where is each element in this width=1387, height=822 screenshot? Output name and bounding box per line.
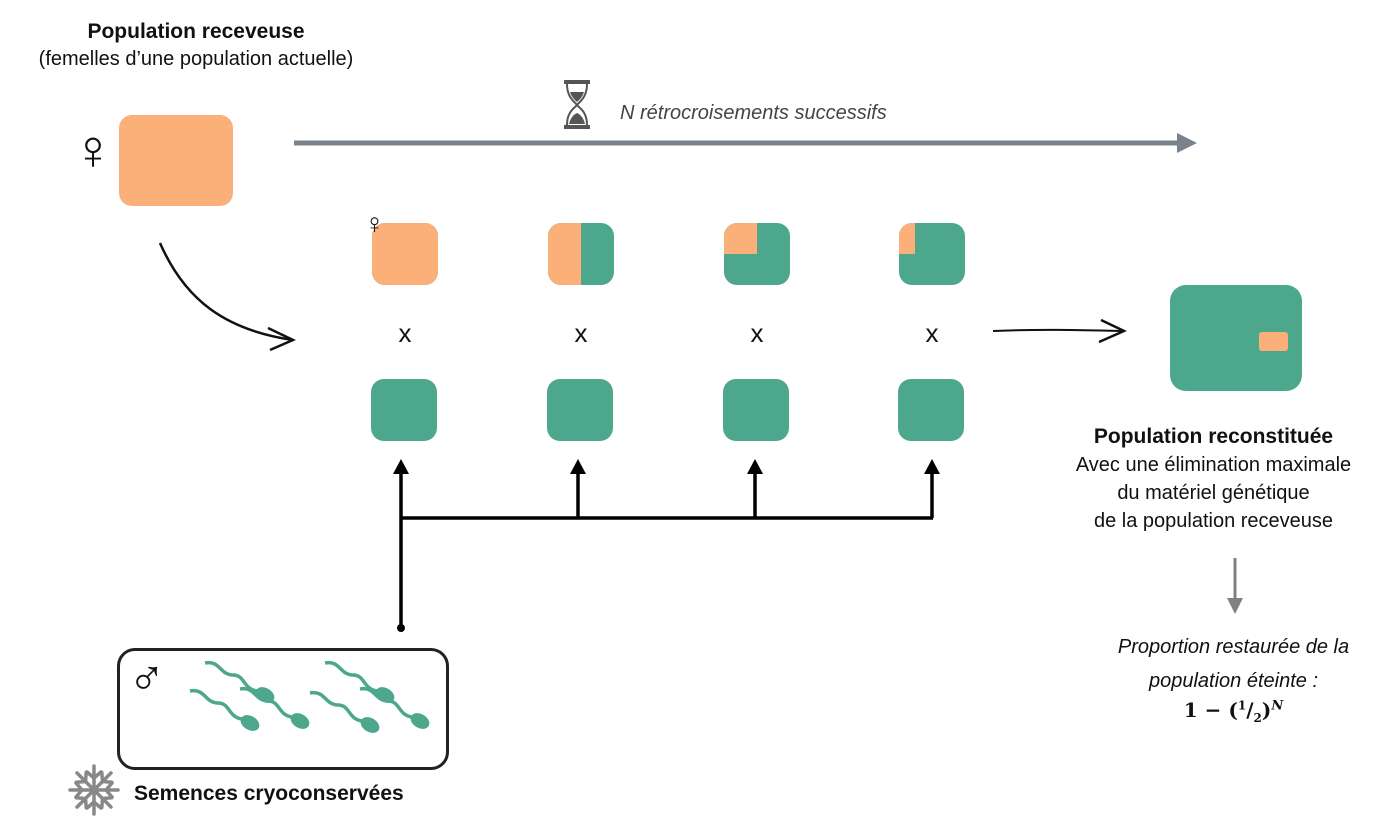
recipient-population-box — [119, 115, 233, 206]
sperm-cell — [239, 686, 310, 729]
recipient-subtitle: (femelles d’une population actuelle) — [38, 48, 354, 70]
result-caption: Population reconstituée Avec une élimina… — [1040, 425, 1387, 535]
female-offspring-box — [548, 223, 614, 285]
recipient-header: Population receveuse (femelles d’une pop… — [0, 20, 392, 71]
female-offspring-box — [899, 223, 965, 285]
snowflake-icon — [66, 762, 122, 818]
formula-exp: N — [1271, 698, 1284, 714]
timeline-label: N rétrocroisements successifs — [620, 102, 887, 124]
male-donor-box — [371, 379, 437, 441]
formula-label-2: population éteinte : — [1148, 670, 1319, 692]
male-donor-box — [723, 379, 789, 441]
residual-recipient-fraction — [1259, 332, 1288, 351]
female-offspring-box — [372, 223, 438, 285]
female-symbol-icon: ♀ — [364, 208, 385, 239]
recipient-title: Population receveuse — [87, 20, 305, 43]
result-line-1: Avec une élimination maximale — [1075, 454, 1352, 476]
cross-symbol: x — [750, 318, 764, 348]
formula-close: ) — [1261, 698, 1272, 722]
semen-box: ♂ — [117, 648, 449, 770]
female-symbol-icon: ♀ — [72, 118, 114, 181]
recipient-genome-fraction — [372, 223, 438, 285]
male-donor-box — [547, 379, 613, 441]
formula-den: 2 — [1253, 711, 1262, 725]
result-title: Population reconstituée — [1093, 425, 1334, 448]
formula-label-1: Proportion restaurée de la — [1117, 636, 1350, 658]
female-offspring-box — [724, 223, 790, 285]
male-donor-box — [898, 379, 964, 441]
formula: 1 − (1/2)N — [1080, 698, 1387, 725]
cross-symbol: x — [574, 318, 588, 348]
sperm-cell — [309, 690, 380, 733]
sperm-cell — [189, 688, 260, 731]
male-symbol-icon: ♂ — [128, 648, 166, 704]
result-line-2: du matériel génétique — [1117, 482, 1310, 504]
semen-label: Semences cryoconservées — [134, 782, 404, 805]
recipient-genome-fraction — [899, 223, 916, 254]
recipient-genome-fraction — [548, 223, 581, 285]
formula-caption: Proportion restaurée de la population ét… — [1080, 630, 1387, 698]
formula-slash: / — [1246, 698, 1254, 722]
cross-symbol: x — [925, 318, 939, 348]
formula-num: 1 — [1237, 698, 1247, 713]
result-line-3: de la population receveuse — [1093, 510, 1334, 532]
sperm-cells-icon — [189, 660, 430, 733]
reconstituted-population-box — [1170, 285, 1302, 391]
recipient-genome-fraction — [724, 223, 757, 254]
formula-lead: 1 − ( — [1183, 698, 1238, 722]
cross-symbol: x — [398, 318, 412, 348]
sperm-cell — [359, 686, 430, 729]
hourglass-icon — [562, 80, 592, 130]
